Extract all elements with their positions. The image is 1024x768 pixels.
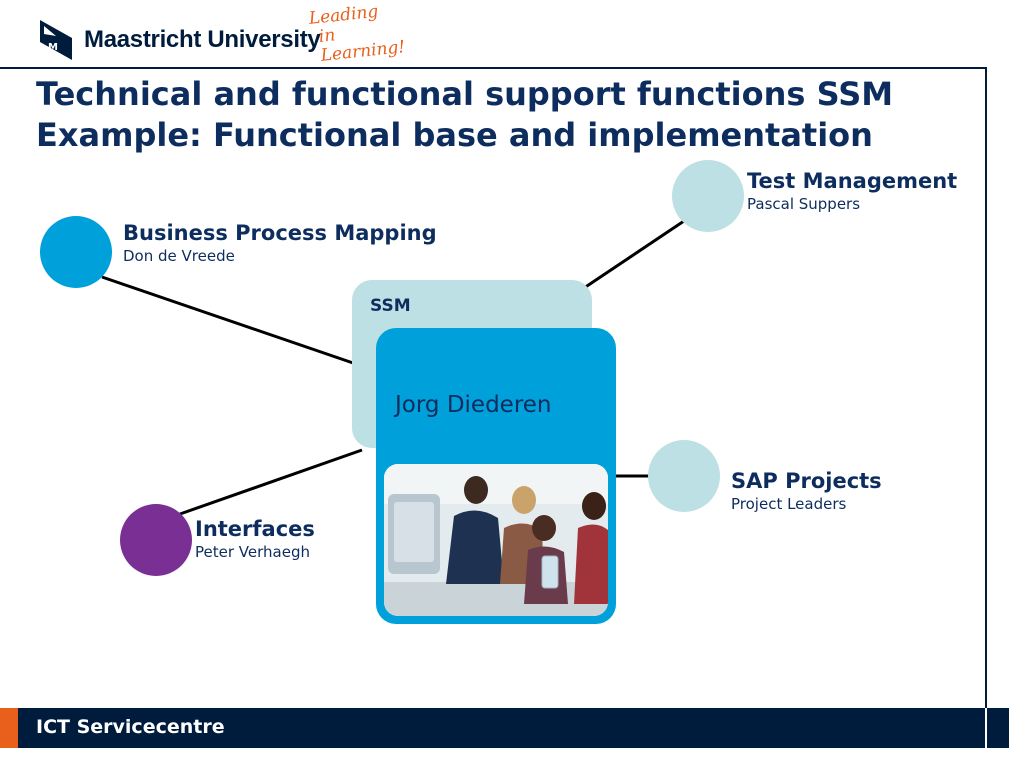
node-subtitle: Don de Vreede xyxy=(123,247,235,265)
university-name: Maastricht University xyxy=(84,26,321,53)
university-logo-icon: M xyxy=(40,20,72,60)
connector-bpm xyxy=(101,275,357,366)
node-title: Business Process Mapping xyxy=(123,221,437,245)
node-circle-test-management xyxy=(672,160,744,232)
node-test-text: Test Management Pascal Suppers xyxy=(747,168,957,214)
node-title: Interfaces xyxy=(195,517,315,541)
connector-interfaces xyxy=(179,448,363,516)
person-name: Jorg Diederen xyxy=(395,392,552,418)
slide-title: Technical and functional support functio… xyxy=(36,74,893,156)
frame-right-border xyxy=(985,67,987,708)
title-line-1: Technical and functional support functio… xyxy=(36,75,894,113)
node-title: Test Management xyxy=(747,169,958,193)
node-sap-text: SAP Projects Project Leaders xyxy=(731,468,882,514)
node-title: SAP Projects xyxy=(731,469,882,493)
footer-bar xyxy=(0,708,1009,748)
node-circle-bpm xyxy=(40,216,112,288)
node-interfaces-text: Interfaces Peter Verhaegh xyxy=(195,516,315,562)
svg-text:M: M xyxy=(48,42,58,53)
node-circle-interfaces xyxy=(120,504,192,576)
node-circle-sap-projects xyxy=(648,440,720,512)
node-subtitle: Project Leaders xyxy=(731,495,847,513)
node-bpm-text: Business Process Mapping Don de Vreede xyxy=(123,220,437,266)
ssm-label: SSM xyxy=(370,296,411,316)
connector-test xyxy=(583,219,685,290)
footer-divider xyxy=(985,708,987,748)
footer-text: ICT Servicecentre xyxy=(36,716,225,738)
footer-accent xyxy=(0,708,18,748)
frame-top-border xyxy=(0,67,986,69)
node-subtitle: Pascal Suppers xyxy=(747,195,861,213)
team-photo xyxy=(384,464,608,616)
title-line-2: Example: Functional base and implementat… xyxy=(36,116,873,154)
node-subtitle: Peter Verhaegh xyxy=(195,543,310,561)
